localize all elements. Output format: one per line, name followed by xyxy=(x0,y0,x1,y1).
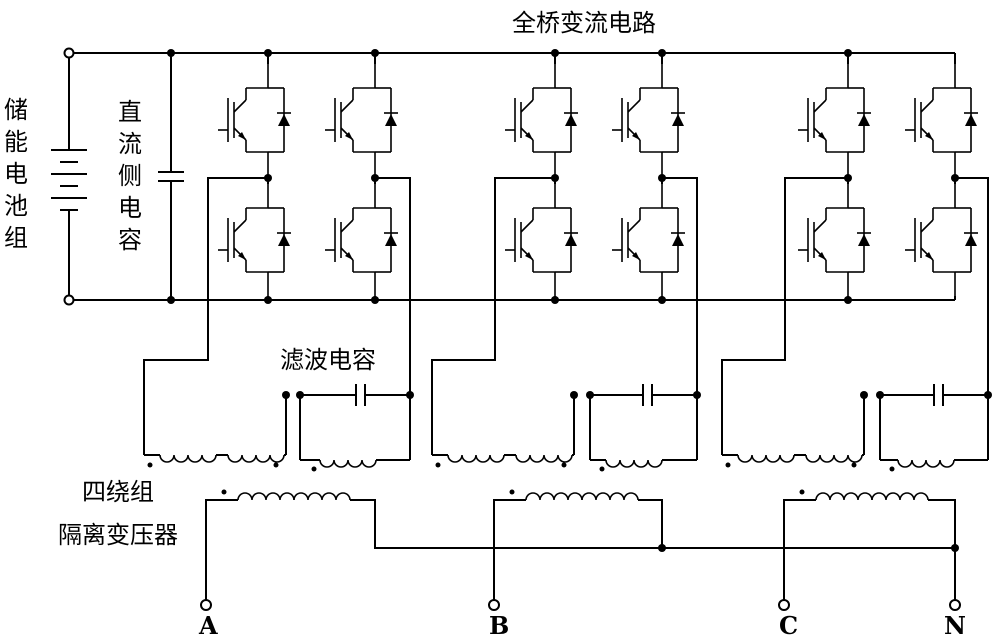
svg-text:侧: 侧 xyxy=(118,162,142,190)
svg-text:电: 电 xyxy=(118,194,142,222)
igbt-c4 xyxy=(904,183,979,297)
dc-capacitor-symbol xyxy=(158,49,184,304)
svg-text:流: 流 xyxy=(118,130,142,158)
bridge-c xyxy=(721,49,992,460)
svg-text:直: 直 xyxy=(118,98,142,126)
terminal-a xyxy=(200,599,212,611)
igbt-b1 xyxy=(504,63,579,177)
igbt-a4 xyxy=(324,183,399,297)
igbt-b3 xyxy=(611,63,686,177)
igbt-a2 xyxy=(217,183,292,297)
windings-a xyxy=(144,454,410,472)
terminal-label-c: C xyxy=(779,611,798,640)
dc-capacitor-label: 直 流 侧 电 容 xyxy=(118,98,142,254)
bus-terminal-bottom xyxy=(63,294,75,306)
transformer-label-line1: 四绕组 xyxy=(82,478,154,506)
svg-text:储: 储 xyxy=(4,96,28,124)
dc-bus xyxy=(63,47,955,306)
igbt-a3 xyxy=(324,63,399,177)
output-winding-b xyxy=(493,489,666,600)
terminal-n xyxy=(949,599,961,611)
filter-capacitor-label: 滤波电容 xyxy=(280,346,376,374)
windings-b xyxy=(432,454,697,472)
terminal-b xyxy=(488,599,500,611)
battery-symbol xyxy=(51,58,87,295)
igbt-c3 xyxy=(904,63,979,177)
transformer-label-line2: 隔离变压器 xyxy=(58,521,178,549)
terminal-label-n: N xyxy=(944,611,966,640)
svg-text:池: 池 xyxy=(4,192,28,220)
terminal-c xyxy=(778,599,790,611)
bus-terminal-top xyxy=(63,47,75,59)
svg-text:组: 组 xyxy=(4,224,28,252)
terminal-label-a: A xyxy=(198,611,218,640)
bridge-b xyxy=(431,49,701,460)
igbt-b2 xyxy=(504,183,579,297)
svg-text:能: 能 xyxy=(4,128,28,156)
output-winding-c xyxy=(783,489,959,600)
battery-label: 储 能 电 池 组 xyxy=(4,96,28,252)
svg-text:电: 电 xyxy=(4,160,28,188)
svg-text:容: 容 xyxy=(118,226,142,254)
full-bridge-label: 全桥变流电路 xyxy=(512,9,656,37)
igbt-c2 xyxy=(797,183,872,297)
terminal-label-b: B xyxy=(489,611,509,640)
bridge-a xyxy=(143,49,414,460)
output-winding-a xyxy=(205,489,955,600)
igbt-c1 xyxy=(797,63,872,177)
windings-c xyxy=(722,454,988,472)
igbt-a1 xyxy=(217,63,292,177)
igbt-b4 xyxy=(611,183,686,297)
